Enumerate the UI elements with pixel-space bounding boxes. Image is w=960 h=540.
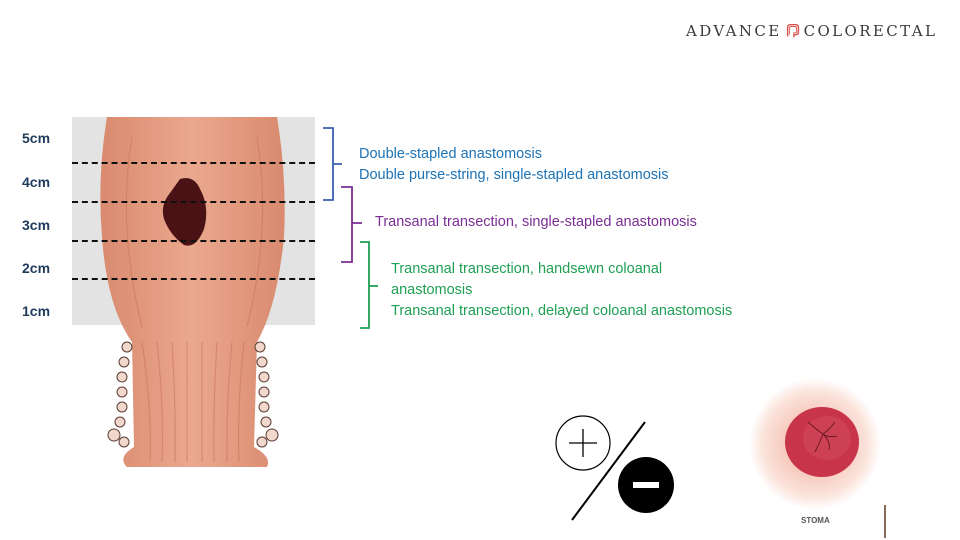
tumor-icon bbox=[162, 178, 207, 246]
rectum-illustration bbox=[100, 117, 285, 467]
procedure-double-purse-string: Double purse-string, single-stapled anas… bbox=[359, 167, 669, 183]
scale-label-5cm: 5cm bbox=[22, 130, 51, 146]
scale-label-4cm: 4cm bbox=[22, 174, 51, 190]
dashed-line-4-5cm bbox=[72, 162, 315, 164]
procedure-delayed-coloanal: Transanal transection, delayed coloanal … bbox=[391, 303, 733, 319]
plus-minus-icon bbox=[555, 415, 674, 521]
image-edge-divider bbox=[884, 505, 886, 538]
procedure-handsewn-line1: Transanal transection, handsewn coloanal bbox=[391, 261, 663, 277]
dashed-line-3-4cm bbox=[72, 201, 315, 203]
purple-bracket bbox=[341, 186, 362, 263]
procedure-text-blue: Double-stapled anastomosis Double purse-… bbox=[359, 144, 669, 186]
procedure-text-purple: Transanal transection, single-stapled an… bbox=[375, 212, 697, 233]
scale-label-2cm: 2cm bbox=[22, 260, 51, 276]
bracket-group bbox=[323, 127, 378, 329]
stoma-label: STOMA bbox=[801, 516, 830, 525]
stoma-illustration bbox=[749, 378, 881, 510]
brand-logo: ADVANCE COLORECTAL bbox=[686, 22, 937, 40]
blue-bracket bbox=[323, 127, 342, 201]
colon-icon bbox=[786, 23, 799, 38]
dashed-line-2-3cm bbox=[72, 240, 315, 242]
brand-name-left: ADVANCE bbox=[686, 22, 782, 40]
procedure-double-stapled: Double-stapled anastomosis bbox=[359, 146, 542, 162]
procedure-handsewn-line2: anastomosis bbox=[391, 282, 473, 298]
scale-label-3cm: 3cm bbox=[22, 217, 51, 233]
green-bracket bbox=[360, 241, 378, 329]
procedure-text-green: Transanal transection, handsewn coloanal… bbox=[391, 259, 732, 322]
dashed-line-1-2cm bbox=[72, 278, 315, 280]
procedure-transanal-single-stapled: Transanal transection, single-stapled an… bbox=[375, 214, 697, 230]
brand-name-right: COLORECTAL bbox=[803, 22, 938, 40]
scale-label-1cm: 1cm bbox=[22, 303, 51, 319]
